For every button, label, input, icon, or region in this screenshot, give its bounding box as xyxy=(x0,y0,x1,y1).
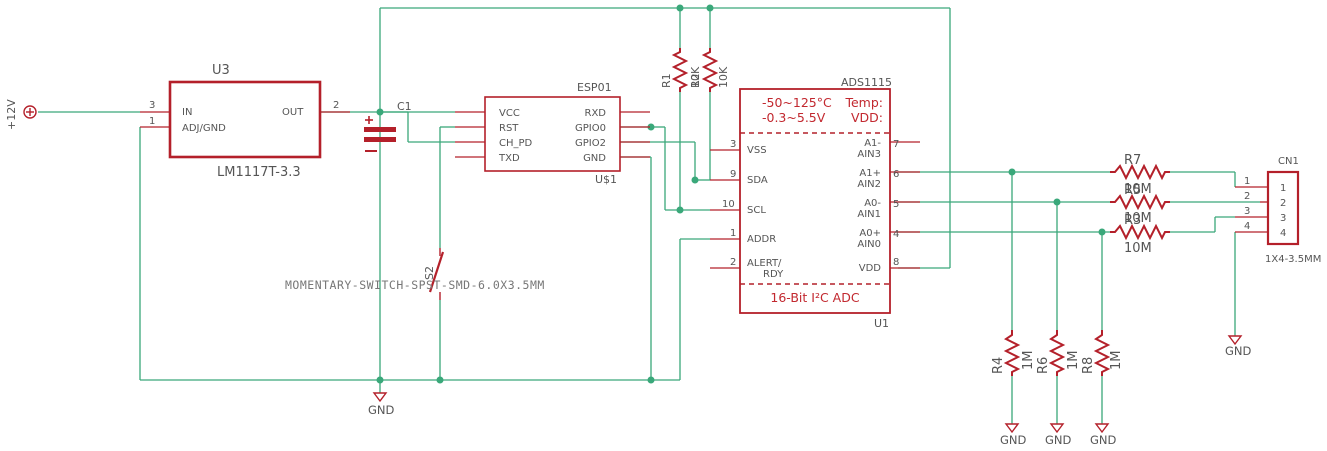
ground-label: GND xyxy=(1045,433,1072,447)
ground-label: GND xyxy=(1000,433,1027,447)
series-r5-value: 10M xyxy=(1124,211,1152,226)
reg-value: LM1117T-3.3 xyxy=(217,165,301,180)
esp-pin-vcc: VCC xyxy=(499,108,520,119)
adc-pin-num: 2 xyxy=(730,257,736,268)
adc-ads1115: -50~125°C -0.3~5.5V Temp: VDD: 16-Bit I²… xyxy=(710,76,920,330)
pullup-resistors: R1 10K R2 10K xyxy=(660,48,730,92)
esp-pin-gpio0: GPIO0 xyxy=(575,123,606,134)
power-supply-symbol: +12V xyxy=(5,99,37,130)
series-r3-ref: R3 xyxy=(1124,213,1141,228)
divider-r6-value: 1M xyxy=(1066,351,1081,371)
adc-pin-name-2: AIN3 xyxy=(857,149,881,160)
reg-pin-adj: ADJ/GND xyxy=(182,123,226,134)
adc-pin-name-2: RDY xyxy=(763,269,784,280)
adc-footer: 16-Bit I²C ADC xyxy=(770,290,859,305)
switch-ref: S2 xyxy=(423,266,436,280)
adc-range-temp: -50~125°C xyxy=(762,95,832,110)
reg-ref: U3 xyxy=(212,63,230,78)
reg-pin-out-num: 2 xyxy=(333,100,339,111)
series-resistors: R7 10M R5 10M R3 10M xyxy=(1110,153,1170,256)
adc-pin-name: ALERT/ xyxy=(747,258,782,269)
adc-pin-name: VDD xyxy=(859,263,882,274)
divider-r4-value: 1M xyxy=(1021,351,1036,371)
adc-pin-name: A0+ xyxy=(859,228,881,239)
esp-ref: U$1 xyxy=(595,173,617,186)
ground-symbols: GND GND GND GND GND xyxy=(368,335,1252,447)
adc-pin-name: A0- xyxy=(864,198,881,209)
cap-ref: C1 xyxy=(397,100,412,113)
pullup-r1-ref: R1 xyxy=(660,73,673,88)
adc-pin-name: A1+ xyxy=(859,168,881,179)
adc-ref: U1 xyxy=(874,317,889,330)
cn1-ref: CN1 xyxy=(1278,156,1299,167)
adc-pin-name: A1- xyxy=(864,138,881,149)
reg-pin-out: OUT xyxy=(282,107,304,118)
esp-pin-txd: TXD xyxy=(498,153,520,164)
adc-pin-num: 7 xyxy=(893,139,899,150)
cn1-pin-3: 3 xyxy=(1280,213,1286,224)
ground-label: GND xyxy=(368,403,395,417)
esp01-module: VCC RST CH_PD TXD RXD GPIO0 GPIO2 GND ES… xyxy=(455,81,650,186)
cn1-pin-1: 1 xyxy=(1280,183,1286,194)
divider-resistors: R4 1M R6 1M R8 1M xyxy=(991,330,1124,376)
divider-r4-ref: R4 xyxy=(991,357,1006,374)
adc-value: ADS1115 xyxy=(841,76,892,89)
supply-label: +12V xyxy=(5,99,18,130)
cn1-value: 1X4-3.5MM xyxy=(1265,254,1321,265)
adc-pin-num: 5 xyxy=(893,199,899,210)
esp-pin-gpio2: GPIO2 xyxy=(575,138,606,149)
regulator-u3: 3 1 2 IN ADJ/GND OUT U3 LM1117T-3.3 xyxy=(140,63,350,180)
pullup-r1-value: 10K xyxy=(689,66,702,88)
divider-r6-ref: R6 xyxy=(1036,357,1051,374)
esp-pin-rxd: RXD xyxy=(585,108,607,119)
adc-label-vdd: VDD: xyxy=(851,110,883,125)
divider-r8-value: 1M xyxy=(1109,351,1124,371)
adc-pin-name: VSS xyxy=(747,145,767,156)
divider-r8-ref: R8 xyxy=(1081,357,1096,374)
cn1-pin-1: 1 xyxy=(1244,176,1250,187)
pullup-r2-value: 10K xyxy=(717,66,730,88)
series-r7-value: 10M xyxy=(1124,182,1152,197)
cn1-pin-2: 2 xyxy=(1244,191,1250,202)
adc-pin-num: 3 xyxy=(730,139,736,150)
adc-range-volt: -0.3~5.5V xyxy=(762,110,826,125)
adc-pin-name: ADDR xyxy=(747,234,776,245)
adc-pin-num: 1 xyxy=(730,228,736,239)
series-r5-ref: R5 xyxy=(1124,183,1141,198)
ground-label: GND xyxy=(1225,344,1252,358)
reg-pin-in-num: 3 xyxy=(149,100,155,111)
adc-pin-name-2: AIN2 xyxy=(857,179,881,190)
ground-label: GND xyxy=(1090,433,1117,447)
cn1-pin-3: 3 xyxy=(1244,206,1250,217)
adc-pin-num: 9 xyxy=(730,169,736,180)
reg-pin-in: IN xyxy=(182,107,192,118)
switch-s2: S2 MOMENTARY-SWITCH-SPST-SMD-6.0X3.5MM xyxy=(285,248,545,300)
cn1-pin-4: 4 xyxy=(1280,228,1286,239)
capacitor-c1: C1 xyxy=(364,100,412,152)
adc-pin-name: SDA xyxy=(747,175,768,186)
switch-value: MOMENTARY-SWITCH-SPST-SMD-6.0X3.5MM xyxy=(285,278,545,292)
esp-pin-rst: RST xyxy=(499,123,519,134)
adc-pin-num: 10 xyxy=(722,199,735,210)
junction-dots xyxy=(376,4,1106,384)
adc-pin-name: SCL xyxy=(747,205,766,216)
adc-label-temp: Temp: xyxy=(844,95,883,110)
series-r3-value: 10M xyxy=(1124,241,1152,256)
adc-pin-num: 8 xyxy=(893,257,899,268)
series-r7-ref: R7 xyxy=(1124,153,1141,168)
pullup-r2-ref: R2 xyxy=(689,73,702,88)
cn1-pin-2: 2 xyxy=(1280,198,1286,209)
adc-pin-name-2: AIN0 xyxy=(857,239,881,250)
adc-pin-num: 6 xyxy=(893,169,899,180)
esp-pin-gnd: GND xyxy=(583,153,606,164)
esp-value: ESP01 xyxy=(577,81,612,94)
cn1-pin-4: 4 xyxy=(1244,221,1250,232)
reg-pin-adj-num: 1 xyxy=(149,116,155,127)
adc-pin-num: 4 xyxy=(893,229,899,240)
esp-pin-chpd: CH_PD xyxy=(499,138,533,149)
adc-pin-name-2: AIN1 xyxy=(857,209,881,220)
connector-cn1: 1 2 3 4 1 2 3 4 CN1 1X4-3.5MM xyxy=(1235,156,1321,265)
